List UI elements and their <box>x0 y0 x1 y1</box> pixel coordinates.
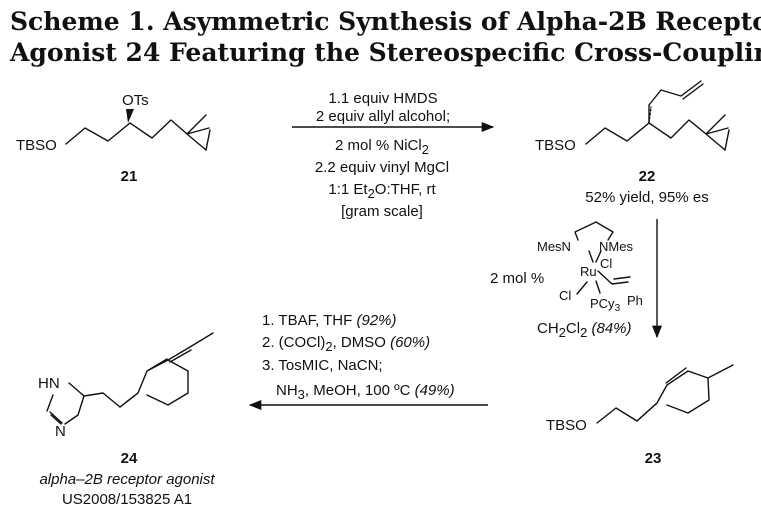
mes-n-left: MesN <box>537 239 571 254</box>
phenyl-label: Ph <box>627 293 643 308</box>
compound-24-number: 24 <box>121 450 138 467</box>
pcy3-label: PCy3 <box>590 296 621 314</box>
step-1-line-5: 1:1 Et2O:THF, rt <box>328 181 436 201</box>
scheme-title-line-1: Scheme 1. Asymmetric Synthesis of Alpha-… <box>10 7 761 36</box>
compound-22-structure: TBSO <box>535 80 730 154</box>
ruthenium-label: Ru <box>580 264 597 279</box>
step-3-line-1: 1. TBAF, THF (92%) <box>262 312 396 329</box>
catalyst-loading: 2 mol % <box>490 270 544 287</box>
compound-23-tbso-label: TBSO <box>546 417 587 434</box>
compound-23-structure: TBSO <box>546 364 734 434</box>
step-3-line-3: 3. TosMIC, NaCN; <box>262 357 383 374</box>
compound-22-yield: 52% yield, 95% es <box>585 189 708 206</box>
chloride-label-upper: Cl <box>600 256 612 271</box>
step-1-line-6: [gram scale] <box>341 203 423 220</box>
step-3-line-2: 2. (COCl)2, DMSO (60%) <box>262 334 430 354</box>
compound-24-structure: HN N <box>38 332 214 440</box>
compound-23-number: 23 <box>645 450 662 467</box>
imidazole-n-label: N <box>55 423 66 440</box>
compound-21-tbso-label: TBSO <box>16 137 57 154</box>
step-1-line-1: 1.1 equiv HMDS <box>328 90 437 107</box>
scheme-title-line-2: Agonist 24 Featuring the Stereospecific … <box>9 38 761 67</box>
step-1-line-3: 2 mol % NiCl2 <box>335 137 429 157</box>
compound-21-structure: TBSO OTs <box>16 92 211 154</box>
step-3-conditions: 1. TBAF, THF (92%) 2. (COCl)2, DMSO (60%… <box>262 312 455 402</box>
compound-22-tbso-label: TBSO <box>535 137 576 154</box>
step-1-conditions: 1.1 equiv HMDS 2 equiv allyl alcohol; 2 … <box>315 90 450 220</box>
step-1-line-4: 2.2 equiv vinyl MgCl <box>315 159 449 176</box>
compound-24-caption: alpha–2B receptor agonist <box>39 471 215 488</box>
compound-21-number: 21 <box>121 168 138 185</box>
compound-24-patent: US2008/153825 A1 <box>62 491 192 508</box>
chloride-label-lower: Cl <box>559 288 571 303</box>
grubbs-catalyst-structure: MesN NMes Ru Cl Cl PCy3 Ph <box>537 221 643 314</box>
compound-22-number: 22 <box>639 168 656 185</box>
imidazole-nh-label: HN <box>38 375 60 392</box>
step-3-line-4: NH3, MeOH, 100 ºC (49%) <box>276 382 455 402</box>
step-1-line-2: 2 equiv allyl alcohol; <box>316 108 450 125</box>
compound-21-ots-label: OTs <box>122 92 149 109</box>
n-mes-right: NMes <box>599 239 633 254</box>
step-2-solvent-yield: CH2Cl2 (84%) <box>537 320 632 340</box>
